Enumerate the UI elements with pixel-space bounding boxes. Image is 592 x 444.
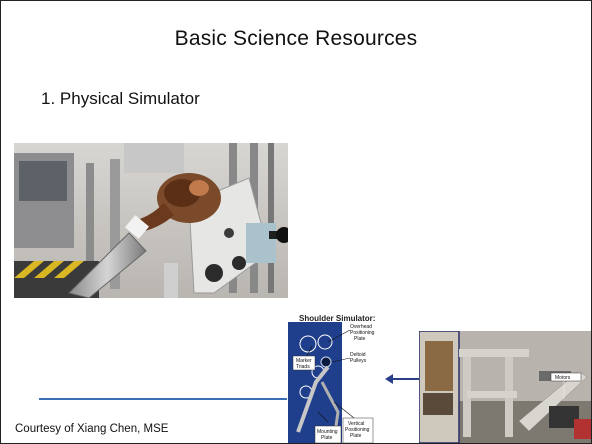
accent-rule xyxy=(39,398,287,400)
simulator-photo-illustration xyxy=(14,143,288,298)
bullet-item: 1. Physical Simulator xyxy=(41,89,200,108)
simulator-photo xyxy=(14,143,288,298)
caption-courtesy: Courtesy of Xiang Chen, MSE xyxy=(15,423,169,435)
label-overhead-1: Overhead xyxy=(350,324,372,330)
label-deltoid-1: Deltoid xyxy=(350,352,366,358)
arrow-icon xyxy=(385,374,419,384)
label-marker-2: Triads xyxy=(296,364,310,370)
motors-photo-illustration: Motors xyxy=(419,331,591,443)
label-mounting-2: Plate xyxy=(321,435,333,441)
shoulder-simulator-diagram: Overhead Positioning Plate Marker Triads… xyxy=(288,322,384,443)
label-overhead-3: Plate xyxy=(354,336,366,342)
diagram-title: Shoulder Simulator: xyxy=(299,314,376,323)
motors-photo: Motors xyxy=(419,331,591,443)
label-motors: Motors xyxy=(555,375,571,381)
label-vertical-2: Positioning xyxy=(345,427,370,433)
label-vertical-3: Plate xyxy=(350,433,362,439)
slide-title: Basic Science Resources xyxy=(174,27,418,50)
label-vertical-1: Vertical xyxy=(348,421,364,427)
label-overhead-2: Positioning xyxy=(350,330,375,336)
label-deltoid-2: Pulleys xyxy=(350,358,367,364)
label-marker-1: Marker xyxy=(296,358,312,364)
diagram-illustration: Overhead Positioning Plate Marker Triads… xyxy=(288,322,384,443)
label-mounting-1: Mounting xyxy=(317,429,338,435)
